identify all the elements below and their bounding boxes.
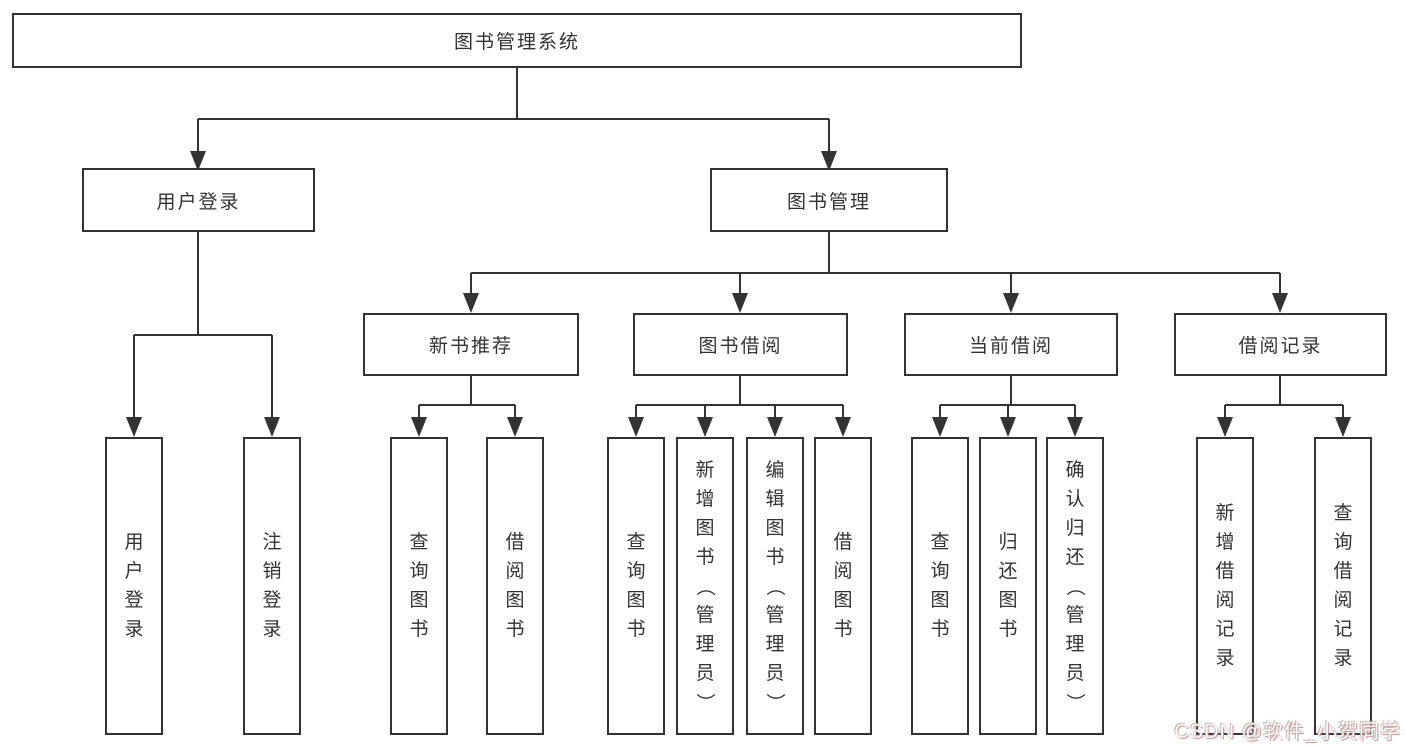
leaf-edit-books-admin-label: 编辑图书（管理员）: [764, 459, 786, 712]
leaf-add-borrow-record: 新增借阅记录: [1196, 437, 1254, 735]
node-book-management-label: 图书管理: [786, 191, 871, 213]
arrowhead: [411, 417, 427, 437]
node-borrowing-records: 借阅记录: [1174, 313, 1387, 376]
node-library-management-system: 图书管理系统: [12, 13, 1022, 68]
leaf-user-login-action-label: 用户登录: [124, 532, 144, 640]
node-new-book-recommend: 新书推荐: [363, 313, 579, 376]
leaf-return-books: 归还图书: [979, 437, 1037, 735]
leaf-query-books-borrowing-label: 查询图书: [626, 532, 646, 640]
arrowhead: [835, 417, 851, 437]
leaf-query-borrow-record-label: 查询借阅记录: [1333, 503, 1353, 669]
leaf-query-books-recommend: 查询图书: [390, 437, 448, 735]
arrowhead: [126, 417, 142, 437]
leaf-query-books-current-label: 查询图书: [930, 532, 950, 640]
node-library-management-system-label: 图书管理系统: [453, 32, 580, 53]
watermark: CSDN @软件_小贺同学: [1174, 721, 1401, 743]
leaf-add-books-admin-label: 新增图书（管理员）: [694, 459, 716, 712]
leaf-borrow-books-label: 借阅图书: [833, 532, 853, 640]
arrowhead: [463, 293, 479, 313]
leaf-add-borrow-record-label: 新增借阅记录: [1215, 503, 1235, 669]
arrowhead: [264, 417, 280, 437]
leaf-confirm-return-admin: 确认归还（管理员）: [1046, 437, 1104, 735]
node-book-borrowing-label: 图书借阅: [698, 336, 783, 357]
arrowhead: [1067, 417, 1083, 437]
node-current-borrowing: 当前借阅: [904, 313, 1118, 376]
arrowhead: [507, 417, 523, 437]
node-book-borrowing: 图书借阅: [633, 313, 848, 376]
arrowhead: [767, 417, 783, 437]
node-user-login-label: 用户登录: [156, 191, 241, 213]
leaf-query-borrow-record: 查询借阅记录: [1314, 437, 1372, 735]
leaf-logout: 注销登录: [243, 437, 301, 735]
arrowhead: [1217, 417, 1233, 437]
arrowhead: [1272, 293, 1288, 313]
leaf-return-books-label: 归还图书: [998, 532, 1018, 640]
leaf-user-login-action: 用户登录: [105, 437, 163, 735]
leaf-confirm-return-admin-label: 确认归还（管理员）: [1064, 459, 1086, 712]
node-borrowing-records-label: 借阅记录: [1238, 336, 1323, 357]
node-user-login: 用户登录: [82, 168, 315, 232]
arrowhead: [697, 417, 713, 437]
leaf-query-books-current: 查询图书: [911, 437, 969, 735]
leaf-borrow-books-recommend-label: 借阅图书: [505, 532, 525, 640]
leaf-borrow-books: 借阅图书: [814, 437, 872, 735]
node-current-borrowing-label: 当前借阅: [968, 336, 1053, 357]
arrowhead: [1000, 417, 1016, 437]
node-book-management: 图书管理: [710, 168, 948, 232]
arrowhead: [732, 293, 748, 313]
node-new-book-recommend-label: 新书推荐: [428, 336, 513, 357]
arrowhead: [1335, 417, 1351, 437]
arrowhead: [1003, 293, 1019, 313]
leaf-query-books-borrowing: 查询图书: [607, 437, 665, 735]
leaf-query-books-recommend-label: 查询图书: [409, 532, 429, 640]
leaf-edit-books-admin: 编辑图书（管理员）: [746, 437, 804, 735]
arrowhead: [932, 417, 948, 437]
leaf-logout-label: 注销登录: [262, 532, 282, 640]
leaf-add-books-admin: 新增图书（管理员）: [676, 437, 734, 735]
arrowhead: [628, 417, 644, 437]
leaf-borrow-books-recommend: 借阅图书: [486, 437, 544, 735]
